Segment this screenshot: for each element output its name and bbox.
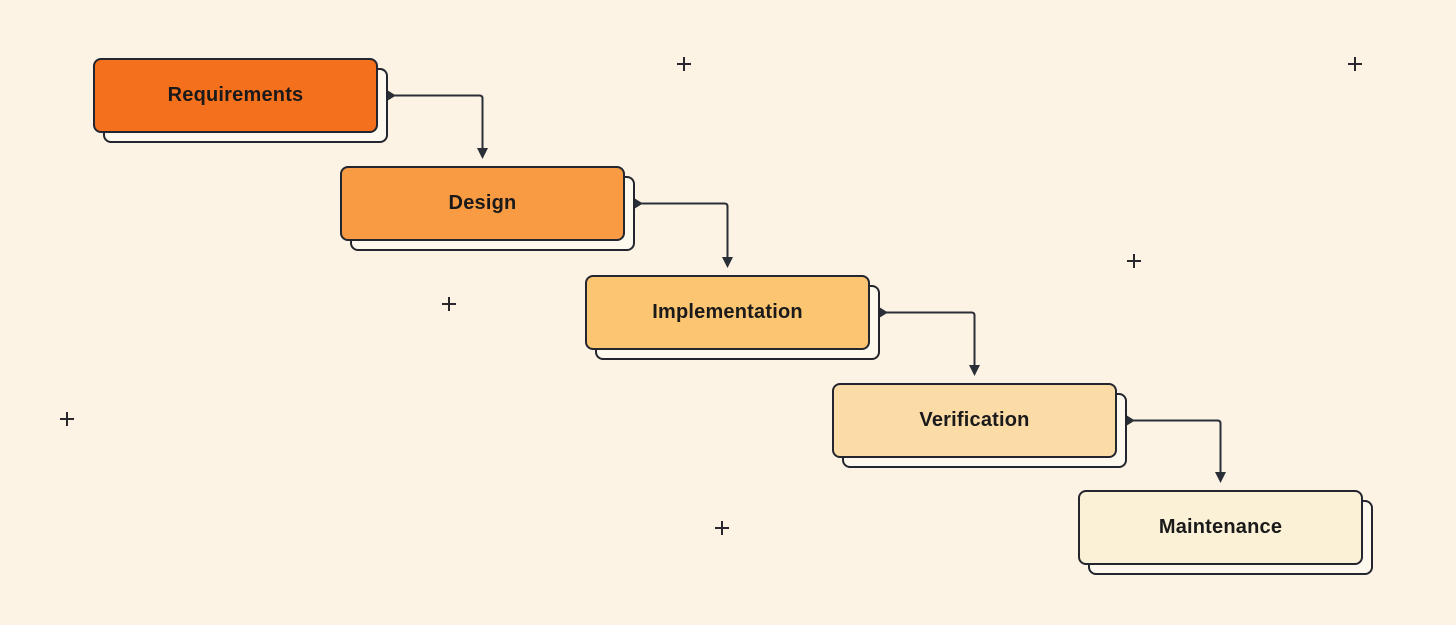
connector-line-3 [880,311,976,366]
arrowhead-down-icon [477,148,488,159]
plus-mark-icon [1127,254,1141,268]
stage-maintenance: Maintenance [1078,490,1373,575]
arrowhead-down-icon [1215,472,1226,483]
connector-line-1 [388,94,484,149]
stage-face-requirements: Requirements [93,58,378,133]
plus-mark-icon [60,412,74,426]
stage-face-design: Design [340,166,625,241]
connector-start-marker-2 [634,198,643,209]
plus-mark-icon [677,57,691,71]
stage-label-implementation: Implementation [652,301,803,323]
stage-face-verification: Verification [832,383,1117,458]
stage-label-maintenance: Maintenance [1158,516,1283,538]
stage-verification: Verification [832,383,1127,468]
connector-start-marker-4 [1126,415,1135,426]
stage-label-requirements: Requirements [167,84,304,106]
connector-start-marker-3 [879,307,888,318]
connector-start-marker-1 [387,90,396,101]
connector-line-2 [635,202,729,258]
plus-mark-icon [442,297,456,311]
stage-implementation: Implementation [585,275,880,360]
connector-line-4 [1127,419,1222,473]
stage-label-verification: Verification [919,409,1030,431]
stage-label-design: Design [448,192,517,214]
stage-design: Design [340,166,635,251]
stage-face-implementation: Implementation [585,275,870,350]
plus-mark-icon [715,521,729,535]
stage-face-maintenance: Maintenance [1078,490,1363,565]
arrowhead-down-icon [969,365,980,376]
stage-requirements: Requirements [93,58,388,143]
plus-mark-icon [1348,57,1362,71]
arrowhead-down-icon [722,257,733,268]
